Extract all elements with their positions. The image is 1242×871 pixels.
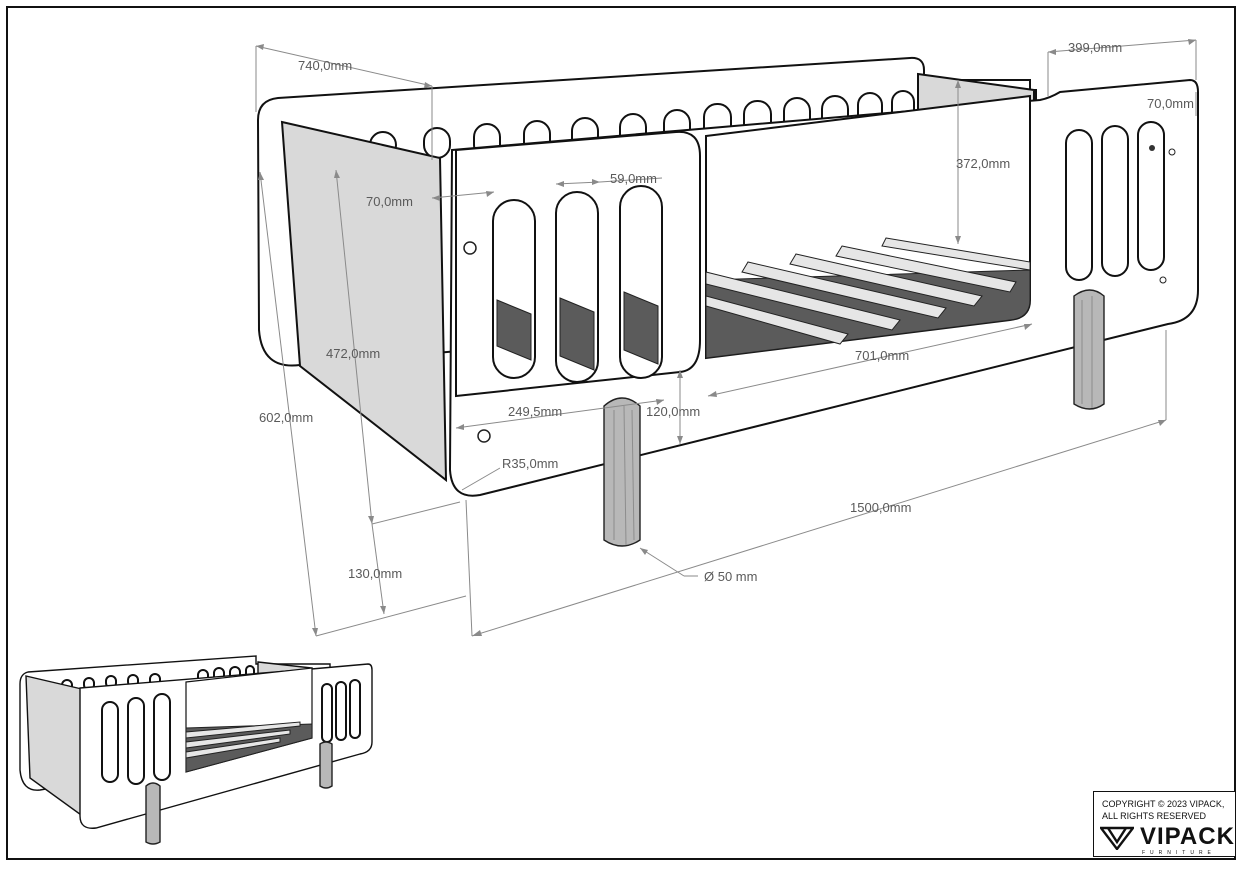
dim-corner-radius-label: R35,0mm (502, 456, 558, 471)
leg-front-right (1073, 289, 1105, 410)
dim-opening-length-label: 701,0mm (855, 348, 909, 363)
dim-length-label: 1500,0mm (850, 500, 911, 515)
dim-inner-height-label: 372,0mm (956, 156, 1010, 171)
dim-width-label: 740,0mm (298, 58, 352, 73)
vipack-logo-icon (1100, 826, 1134, 850)
brand-subtitle: FURNITURE (1142, 850, 1216, 856)
brand-name: VIPACK (1140, 823, 1235, 850)
dim-headboard-top-label: 70,0mm (1147, 96, 1194, 111)
drawing-border (6, 6, 1236, 860)
bed-main-view (256, 56, 1199, 547)
copyright-text: COPYRIGHT © 2023 VIPACK, ALL RIGHTS RESE… (1102, 798, 1234, 822)
leg-front-left (603, 397, 641, 547)
dim-total-height-label: 602,0mm (259, 410, 313, 425)
headboard-slots (1065, 121, 1165, 281)
visible-slats (705, 237, 1031, 359)
copyright-block: COPYRIGHT © 2023 VIPACK, ALL RIGHTS RESE… (1093, 791, 1236, 857)
dim-rail-height-label: 120,0mm (646, 404, 700, 419)
dim-slot-offset-label: 70,0mm (366, 194, 413, 209)
dim-guard-length-label: 249,5mm (508, 404, 562, 419)
brand-logo: VIPACK FURNITURE (1100, 823, 1235, 856)
dimension-lines (255, 39, 1197, 637)
dim-side-height-label: 472,0mm (326, 346, 380, 361)
copyright-line-1: COPYRIGHT © 2023 VIPACK, (1102, 799, 1225, 809)
dim-slot-width-label: 59,0mm (610, 171, 657, 186)
dim-clearance-label: 130,0mm (348, 566, 402, 581)
dim-headboard-width-label: 399,0mm (1068, 40, 1122, 55)
dim-leg-diameter-label: Ø 50 mm (704, 569, 757, 584)
left-end-panel (280, 120, 448, 483)
guard-slot-slats (496, 291, 659, 371)
dimension-labels: 740,0mm 399,0mm 70,0mm 372,0mm 602,0mm 4… (259, 40, 1194, 584)
bed-thumbnail-view (19, 655, 373, 845)
copyright-line-2: ALL RIGHTS RESERVED (1102, 811, 1207, 821)
